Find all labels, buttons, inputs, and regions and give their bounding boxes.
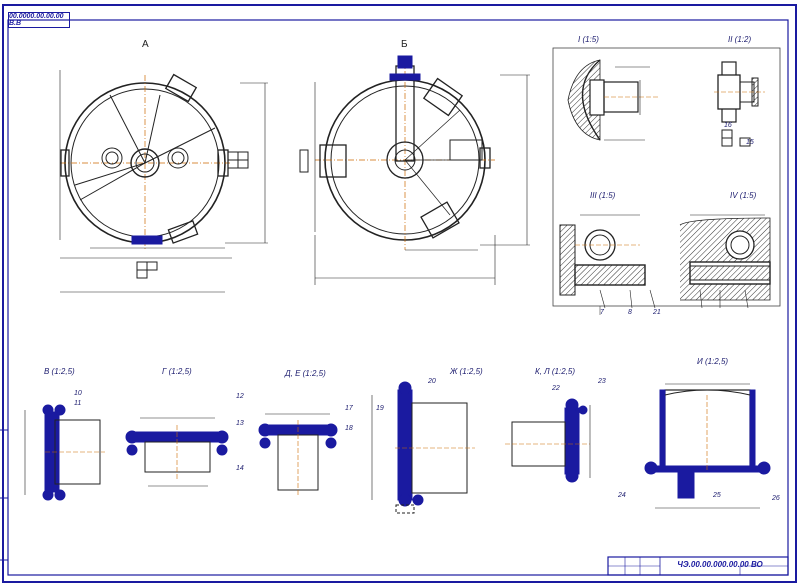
balloon: 26 <box>772 495 780 502</box>
balloon: 16 <box>724 122 732 129</box>
detail-d-e-label: Д, Е (1:2,5) <box>285 369 326 378</box>
detail-iii <box>559 214 656 309</box>
detail-d-e-flange <box>258 413 338 495</box>
balloon: 13 <box>236 420 244 427</box>
view-a-label: А <box>142 39 149 50</box>
balloon: 22 <box>552 385 560 392</box>
balloon: 21 <box>653 309 661 316</box>
balloon: 18 <box>345 425 353 432</box>
balloon: 14 <box>236 465 244 472</box>
view-b-top-vessel <box>299 55 530 285</box>
detail-k-l-nozzle <box>505 398 591 483</box>
detail-g-flange <box>125 417 229 487</box>
detail-v-label: В (1:2,5) <box>44 367 75 376</box>
balloon: 12 <box>236 393 244 400</box>
title-block-code: ЧЭ.00.00.000.00.00 ВО <box>677 560 763 569</box>
view-b-label: Б <box>401 39 408 50</box>
balloon: 25 <box>713 492 721 499</box>
balloon: 23 <box>598 378 606 385</box>
view-a-top-vessel <box>59 70 268 293</box>
detail-ii-label: II (1:2) <box>728 35 752 44</box>
balloon: 15 <box>746 139 754 146</box>
detail-i-label: I (1:5) <box>578 35 599 44</box>
detail-i-bottom <box>644 383 771 509</box>
detail-zh-nozzle <box>371 381 475 514</box>
balloon: 11 <box>74 400 82 407</box>
detail-v-nozzle <box>24 404 105 501</box>
drawing-stamp: 00.0000.00.00.00 В.В <box>8 12 70 28</box>
balloon: 7 <box>600 309 604 316</box>
details-panel <box>552 47 781 307</box>
balloon: 20 <box>428 378 436 385</box>
balloon: 24 <box>618 492 626 499</box>
detail-iv <box>679 214 771 309</box>
detail-i-bottom-label: И (1:2,5) <box>697 357 729 366</box>
balloon: 19 <box>376 405 384 412</box>
balloon: 8 <box>628 309 632 316</box>
detail-k-l-label: К, Л (1:2,5) <box>535 367 575 376</box>
balloon: 17 <box>345 405 353 412</box>
detail-ii <box>714 61 765 147</box>
detail-g-label: Г (1:2,5) <box>162 367 192 376</box>
detail-i <box>567 59 660 141</box>
detail-iv-label: IV (1:5) <box>730 191 757 200</box>
detail-iii-label: III (1:5) <box>590 191 616 200</box>
balloon: 10 <box>74 390 82 397</box>
detail-zh-label: Ж (1:2,5) <box>450 367 483 376</box>
sheet-frame <box>0 4 797 583</box>
